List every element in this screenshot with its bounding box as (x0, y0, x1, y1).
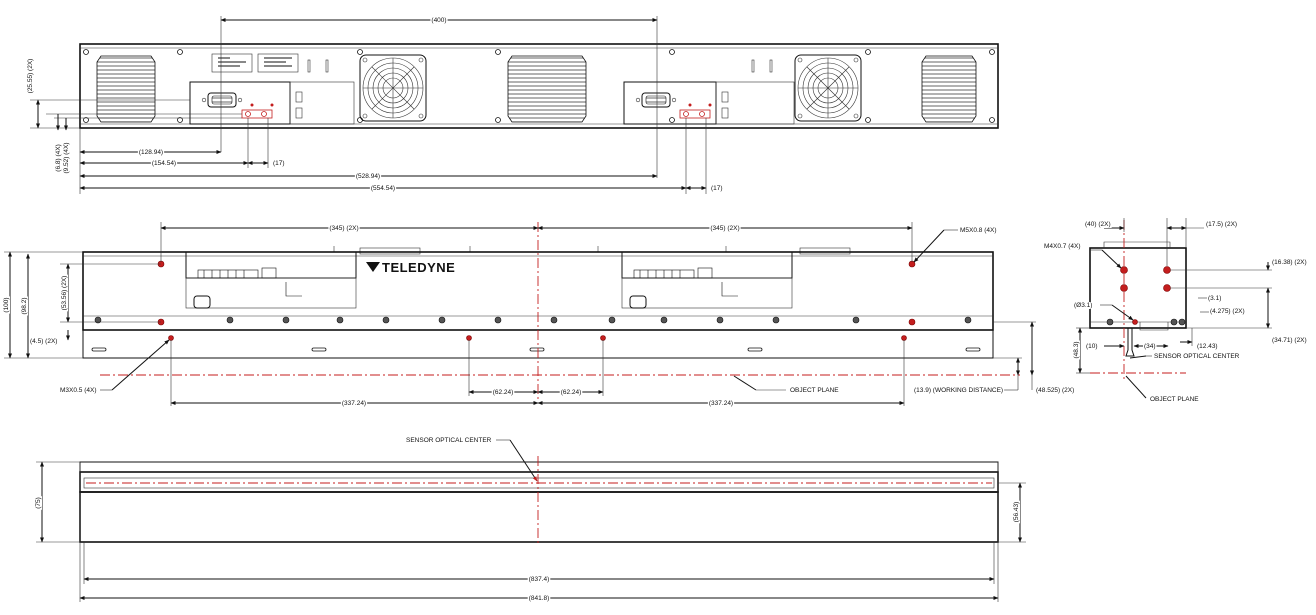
dim-841-8: (841.8) (529, 595, 550, 602)
dim-6-8: (6.8) (4X) (55, 144, 62, 171)
dim-337-24-b: (337.24) (709, 400, 733, 407)
dim-17-5: (17.5) (2X) (1206, 221, 1237, 228)
dim-53-56: (53.56) (2X) (61, 276, 68, 311)
dim-56-43: (56.43) (1013, 502, 1020, 523)
label-m5: M5X0.8 (4X) (960, 227, 997, 234)
label-m4: M4X0.7 (4X) (1044, 243, 1081, 250)
dim-337-24-a: (337.24) (342, 400, 366, 407)
label-object-plane: OBJECT PLANE (790, 387, 839, 394)
dim-128-94: (128.94) (139, 149, 163, 156)
dim-48-3: (48.3) (1073, 342, 1080, 359)
dim-98-2: (98.2) (21, 298, 28, 315)
dim-75: (75) (35, 497, 42, 509)
dim-16-38: (16.38) (2X) (1272, 259, 1307, 266)
dim-400: (400) (431, 17, 446, 24)
dim-100: (100) (3, 297, 10, 312)
dim-528-94: (528.94) (356, 173, 380, 180)
dim-154-54: (154.54) (152, 160, 176, 167)
dim-345-a: (345) (2X) (329, 225, 358, 232)
dim-40: (40) (2X) (1085, 221, 1111, 228)
dim-17-a: (17) (273, 160, 285, 167)
dim-3-1: (3.1) (1208, 295, 1221, 302)
label-m3: M3X0.5 (4X) (60, 387, 97, 394)
dim-4-275: (4.275) (2X) (1210, 308, 1245, 315)
label-sensor-bottom: SENSOR OPTICAL CENTER (406, 437, 492, 444)
dim-48-525: (48.525) (2X) (1036, 387, 1074, 394)
bottom-view: SENSOR OPTICAL CENTER (75) (56.43) (837.… (35, 437, 1026, 602)
dim-62-24-b: (62.24) (561, 389, 582, 396)
dim-13-9: (13.9) (WORKING DISTANCE) (914, 387, 1003, 394)
dim-34: (34) (1144, 343, 1156, 350)
dim-554-54: (554.54) (371, 185, 395, 192)
label-object-plane-side: OBJECT PLANE (1150, 396, 1199, 403)
dim-10: (10) (1086, 343, 1098, 350)
dim-phi-3-1: (Ø3.1) (1074, 302, 1092, 309)
side-view: (40) (2X) (17.5) (2X) M4X0.7 (4X) (16.38… (1043, 218, 1308, 403)
dim-62-24-a: (62.24) (493, 389, 514, 396)
front-view: TELEDYNE (3 (3, 222, 1076, 407)
dim-12-43: (12.43) (1197, 343, 1218, 350)
dim-9-52: (9.52) (4X) (63, 142, 70, 173)
dim-345-b: (345) (2X) (710, 225, 739, 232)
dim-837-4: (837.4) (529, 576, 550, 583)
top-view: (400) (25.55) (2X) (6.8) (4X) (9.52) (4X… (27, 16, 999, 194)
teledyne-logo: TELEDYNE (366, 260, 455, 275)
dim-17-b: (17) (711, 185, 723, 192)
dim-34-71: (34.71) (2X) (1272, 337, 1307, 344)
label-sensor-side: SENSOR OPTICAL CENTER (1154, 353, 1240, 360)
brand-text: TELEDYNE (382, 260, 455, 275)
dim-25-55: (25.55) (2X) (27, 59, 34, 94)
dim-4-5: (4.5) (2X) (30, 338, 57, 345)
